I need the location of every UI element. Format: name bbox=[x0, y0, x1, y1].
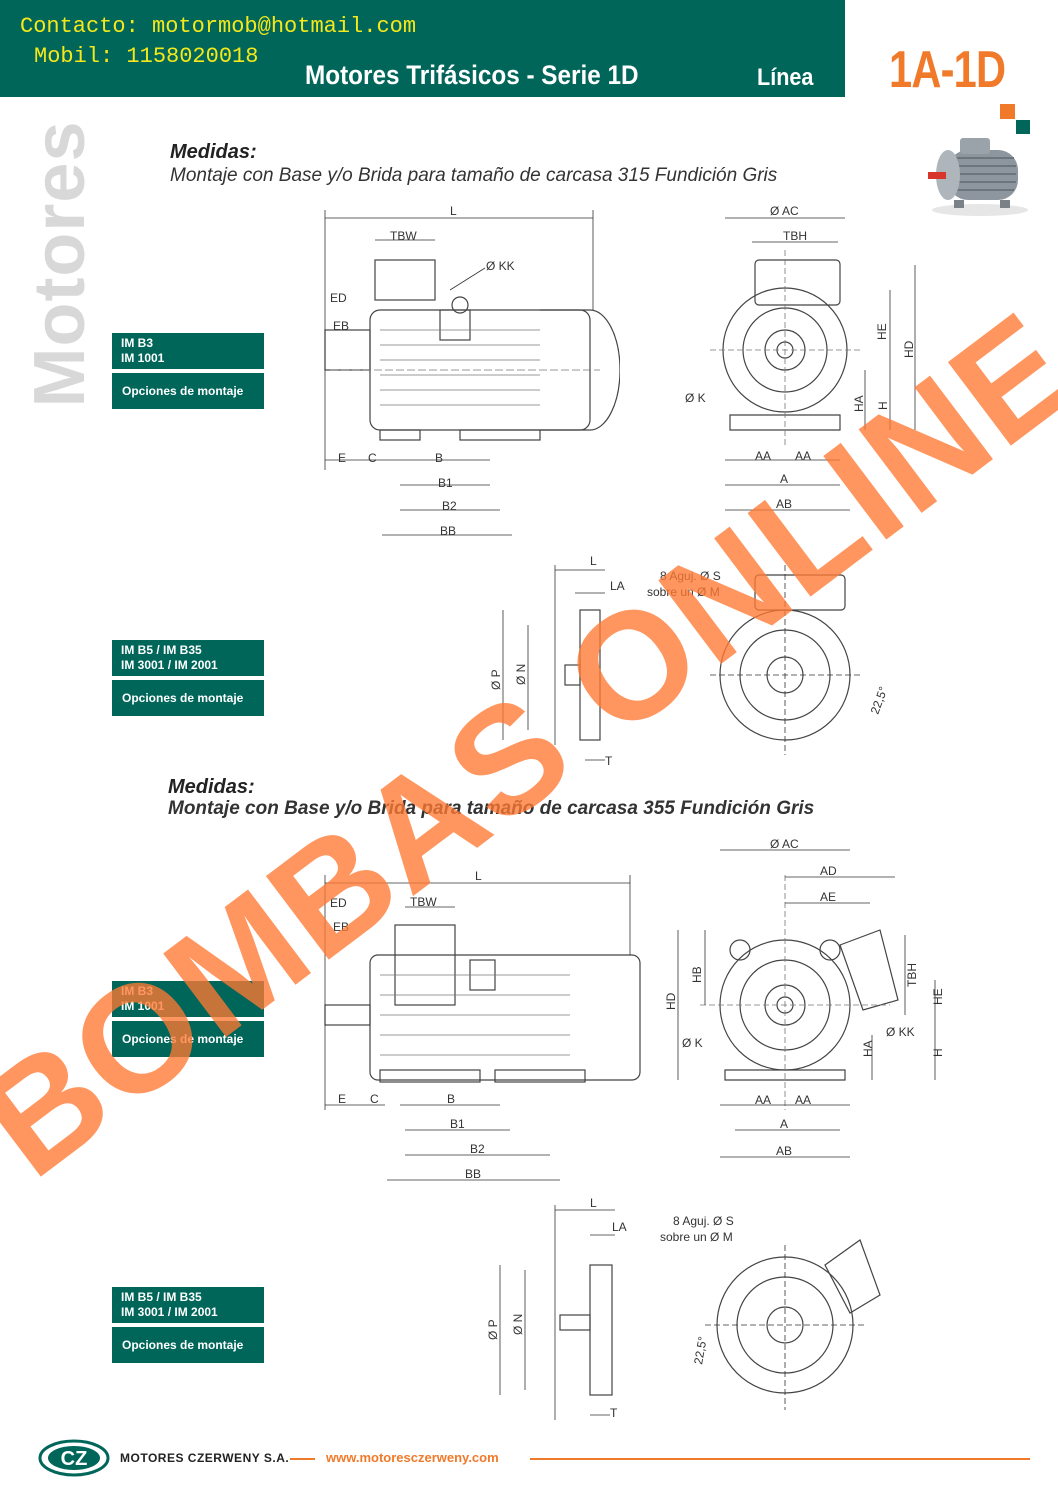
flange-label-la: LA bbox=[610, 579, 625, 593]
flange-label-p: Ø P bbox=[489, 669, 503, 690]
dim2-label-ab: AB bbox=[776, 1144, 792, 1158]
flange2-label-l: L bbox=[590, 1196, 597, 1210]
footer-company: MOTORES CZERWENY S.A. bbox=[120, 1451, 290, 1465]
dim-label-ed: ED bbox=[330, 291, 347, 305]
section2-flange-drawing: L LA Ø P Ø N T 8 Aguj. Ø S sobre un Ø M … bbox=[486, 1196, 881, 1420]
dim2-label-ae: AE bbox=[820, 890, 836, 904]
green-square-decoration bbox=[1016, 120, 1030, 134]
section2-title: Medidas: bbox=[168, 776, 255, 798]
dim2-label-h: H bbox=[931, 1048, 945, 1057]
dim-label-kk: Ø KK bbox=[486, 259, 515, 273]
dim-label-ha: HA bbox=[852, 395, 866, 412]
motor-photo-icon bbox=[928, 138, 1028, 216]
dim2-label-c: C bbox=[370, 1092, 379, 1106]
dim2-label-b2: B2 bbox=[470, 1142, 485, 1156]
dim2-label-hd: HD bbox=[664, 992, 678, 1010]
section1-subtitle: Montaje con Base y/o Brida para tamaño d… bbox=[170, 165, 778, 186]
dim-label-b2: B2 bbox=[442, 499, 457, 513]
dim2-label-eb: EB bbox=[333, 920, 349, 934]
section2-options-b5[interactable]: Opciones de montaje bbox=[112, 1327, 264, 1363]
section1-flange-drawing: L LA Ø P Ø N T 8 Aguj. Ø S sobre un Ø M … bbox=[489, 555, 891, 768]
section2-side-view-drawing: L TBW ED EB E C B B1 B2 BB bbox=[324, 869, 641, 1181]
dim2-label-bb: BB bbox=[465, 1167, 481, 1181]
section1-side-view-drawing: L TBW Ø KK ED EB E C B B1 B2 BB bbox=[324, 204, 620, 538]
dim2-label-tbh: TBH bbox=[905, 963, 919, 987]
flange2-label-holes-1: 8 Aguj. Ø S bbox=[673, 1214, 734, 1228]
orange-square-decoration bbox=[1000, 104, 1015, 119]
dim2-label-aa-left: AA bbox=[755, 1093, 771, 1107]
flange-label-holes-2: sobre un Ø M bbox=[647, 585, 720, 599]
footer-divider-long bbox=[530, 1458, 1030, 1460]
flange-label-angle: 22,5° bbox=[868, 685, 891, 716]
svg-text:CZ: CZ bbox=[61, 1448, 88, 1470]
section1-badge-b3: IM B3 IM 1001 bbox=[112, 333, 264, 369]
dim-label-e: E bbox=[338, 451, 346, 465]
dim2-label-aa-right: AA bbox=[795, 1093, 811, 1107]
flange2-label-t: T bbox=[610, 1406, 618, 1420]
contact-email: Contacto: motormob@hotmail.com bbox=[20, 14, 417, 39]
dim-label-hd: HD bbox=[902, 340, 916, 358]
sidebar-vertical-word: Motores bbox=[20, 120, 100, 408]
flange2-label-angle: 22,5° bbox=[691, 1335, 710, 1365]
dim2-label-b: B bbox=[447, 1092, 455, 1106]
dim-label-k: Ø K bbox=[685, 391, 706, 405]
dim2-label-he: HE bbox=[931, 988, 945, 1005]
section1-options-b5[interactable]: Opciones de montaje bbox=[112, 680, 264, 716]
dim-label-bb: BB bbox=[440, 524, 456, 538]
dim2-label-b1: B1 bbox=[450, 1117, 465, 1131]
flange-label-holes-1: 8 Aguj. Ø S bbox=[660, 569, 721, 583]
dim2-label-ac: Ø AC bbox=[770, 837, 799, 851]
dim2-label-hb: HB bbox=[690, 966, 704, 983]
dim-label-eb: EB bbox=[333, 319, 349, 333]
dim2-label-a: A bbox=[780, 1117, 788, 1131]
page-title: Motores Trifásicos - Serie 1D bbox=[305, 60, 639, 90]
flange2-label-n: Ø N bbox=[511, 1314, 525, 1335]
flange2-label-holes-2: sobre un Ø M bbox=[660, 1230, 733, 1244]
section2-front-view-drawing: Ø AC AD AE HB HD TBH HE Ø K Ø KK HA H AA… bbox=[664, 837, 945, 1158]
dim-label-c: C bbox=[368, 451, 377, 465]
dim2-label-ha: HA bbox=[861, 1040, 875, 1057]
contact-mobile: Mobil: 1158020018 bbox=[34, 44, 259, 69]
section2-options-b3[interactable]: Opciones de montaje bbox=[112, 1021, 264, 1057]
section1-front-view-drawing: Ø AC TBH HE HD Ø K HA H AA AA A AB bbox=[685, 204, 916, 511]
section1-badge-b5: IM B5 / IM B35 IM 3001 / IM 2001 bbox=[112, 640, 264, 676]
dim-label-he: HE bbox=[875, 323, 889, 340]
dim-label-aa-left: AA bbox=[755, 449, 771, 463]
dim-label-tbh: TBH bbox=[783, 229, 807, 243]
dim2-label-tbw: TBW bbox=[410, 895, 437, 909]
dim-label-h: H bbox=[876, 401, 890, 410]
section1-title: Medidas: bbox=[170, 141, 257, 163]
flange2-label-la: LA bbox=[612, 1220, 627, 1234]
series-code: 1A-1D bbox=[889, 41, 1006, 99]
dim-label-ab: AB bbox=[776, 497, 792, 511]
dim-label-tbw: TBW bbox=[390, 229, 417, 243]
section2-badge-b3: IM B3 IM 1001 bbox=[112, 981, 264, 1017]
footer-divider-short bbox=[290, 1458, 315, 1460]
footer-website-link[interactable]: www.motoresczerweny.com bbox=[326, 1450, 499, 1465]
dim2-label-ad: AD bbox=[820, 864, 837, 878]
dim-label-l: L bbox=[450, 204, 457, 218]
dim-label-b1: B1 bbox=[438, 476, 453, 490]
section2-badge-b5: IM B5 / IM B35 IM 3001 / IM 2001 bbox=[112, 1287, 264, 1323]
dim2-label-l: L bbox=[475, 869, 482, 883]
company-logo: CZ bbox=[38, 1439, 110, 1477]
dim2-label-k: Ø K bbox=[682, 1036, 703, 1050]
flange2-label-p: Ø P bbox=[486, 1319, 500, 1340]
dim-label-aa-right: AA bbox=[795, 449, 811, 463]
dim-label-b: B bbox=[435, 451, 443, 465]
dim-label-a: A bbox=[780, 472, 788, 486]
section1-options-b3[interactable]: Opciones de montaje bbox=[112, 373, 264, 409]
section2-subtitle: Montaje con Base y/o Brida para tamaño d… bbox=[168, 798, 815, 819]
dim-label-ac: Ø AC bbox=[770, 204, 799, 218]
flange-label-t: T bbox=[605, 754, 613, 768]
dim2-label-e: E bbox=[338, 1092, 346, 1106]
linea-label: Línea bbox=[757, 64, 814, 91]
flange-label-n: Ø N bbox=[514, 664, 528, 685]
dim2-label-kk: Ø KK bbox=[886, 1025, 915, 1039]
dim2-label-ed: ED bbox=[330, 896, 347, 910]
flange-label-l: L bbox=[590, 555, 597, 568]
